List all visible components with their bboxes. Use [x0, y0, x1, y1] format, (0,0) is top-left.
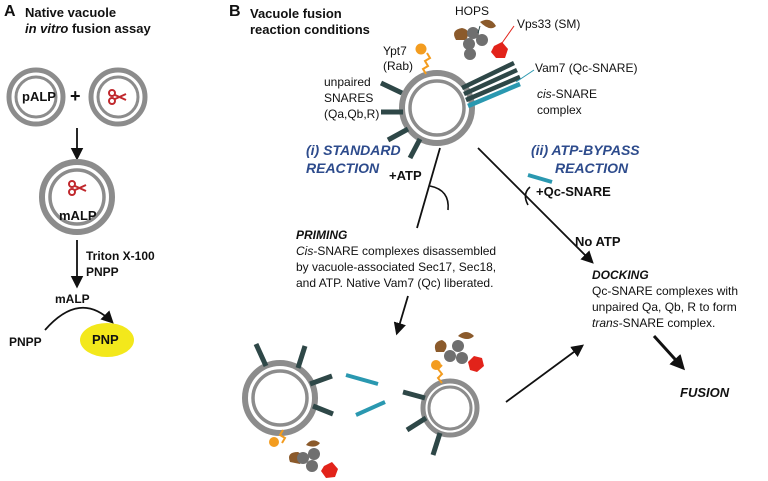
priming-line3: and ATP. Native Vam7 (Qc) liberated.: [296, 276, 494, 290]
plus-sign: +: [70, 86, 81, 106]
trans-italic-text: trans: [592, 316, 619, 330]
unpaired-snares: [402, 389, 443, 456]
curved-arrow-icon: [44, 307, 114, 331]
malp-vesicle: [39, 159, 115, 235]
fusion-label: FUSION: [680, 385, 730, 400]
standard-reaction-arrow: [416, 147, 441, 229]
to-fusion-arrow: [652, 334, 686, 371]
free-vam7: [345, 373, 379, 386]
pnp-product-label: PNP: [92, 332, 119, 347]
docking-line3-rest: -SNARE complex.: [618, 316, 716, 330]
atp-hook: [429, 185, 449, 211]
pnpp-top-label: PNPP: [86, 265, 119, 279]
hops-complex-icon: [454, 19, 515, 60]
ypt7-label-line1: Ypt7: [383, 44, 407, 58]
bypass-reaction-line1: (ii) ATP-BYPASS: [531, 142, 640, 158]
atp-bypass-arrow: [477, 147, 594, 264]
docking-title: DOCKING: [592, 268, 649, 282]
to-docking-arrow: [505, 344, 585, 403]
triton-label: Triton X-100: [86, 249, 155, 263]
panel-b-title-line2: reaction conditions: [250, 22, 370, 37]
no-atp-label: No ATP: [575, 234, 621, 249]
free-vam7: [355, 400, 386, 417]
free-vam7: [527, 173, 553, 184]
top-vacuole: [399, 70, 475, 146]
ypt7-icon: [431, 360, 444, 384]
vam7-label: Vam7 (Qc-SNARE): [535, 61, 638, 75]
ypt7-label-line2: (Rab): [383, 59, 414, 73]
panel-a-letter: A: [4, 3, 16, 20]
cis-snare-complex: [461, 60, 521, 103]
cis-snare-label-line2: complex: [537, 103, 582, 117]
panel-b-title-line1: Vacuole fusion: [250, 6, 342, 21]
priming-line2: by vacuole-associated Sec17, Sec18,: [296, 260, 497, 274]
docking-line3: trans-SNARE complex.: [592, 316, 715, 330]
unpaired-snares: [379, 80, 423, 160]
cis-snare-label-line1: cis-SNARE: [537, 87, 597, 101]
hops-complex-icon: [434, 332, 484, 372]
panel-b-letter: B: [229, 3, 241, 20]
plus-atp-label: +ATP: [389, 168, 422, 183]
malp-label: mALP: [59, 208, 97, 223]
pnpp-substrate-label: PNPP: [9, 335, 42, 349]
unpaired-label-line1: unpaired: [324, 75, 371, 89]
standard-reaction-line2: REACTION: [306, 160, 380, 176]
unpaired-snares: [253, 342, 334, 417]
priming-line1: Cis-SNARE complexes disassembled: [296, 244, 496, 258]
unpaired-label-line3: (Qa,Qb,R): [324, 107, 380, 121]
plus-qc-snare-label: +Qc-SNARE: [536, 184, 611, 199]
vps33-label: Vps33 (SM): [517, 17, 581, 31]
bottom-left-vacuole: [242, 360, 318, 436]
palp-label: pALP: [22, 89, 56, 104]
priming-arrow: [393, 295, 409, 336]
in-vitro-text: in vitro: [25, 21, 69, 36]
hops-complex-icon: [289, 440, 338, 478]
palp-vesicle: [6, 67, 66, 127]
cis-italic-text: Cis: [296, 244, 314, 258]
cis-snare-rest-text: -SNARE: [551, 87, 598, 101]
ypt7-icon: [269, 429, 287, 447]
scissors-icon: [108, 89, 127, 105]
malp-enzyme-label: mALP: [55, 292, 90, 306]
vam7-callout: [515, 69, 535, 83]
pnp-blob: [80, 323, 134, 357]
panel-a-title-line2: in vitro fusion assay: [25, 21, 151, 36]
docking-line2: unpaired Qa, Qb, R to form: [592, 300, 737, 314]
hops-label: HOPS: [455, 4, 490, 18]
docking-line1: Qc-SNARE complexes with: [592, 284, 739, 298]
bypass-reaction-line2: REACTION: [555, 160, 629, 176]
ypt7-icon: [415, 43, 432, 75]
bottom-right-vacuole: [420, 378, 480, 438]
unpaired-label-line2: SNARES: [324, 91, 374, 105]
protease-vesicle: [88, 67, 148, 127]
priming-title: PRIMING: [296, 228, 348, 242]
panel-a-title-line1: Native vacuole: [25, 5, 117, 20]
priming-line1-rest: -SNARE complexes disassembled: [313, 244, 497, 258]
fusion-assay-text: fusion assay: [68, 21, 151, 36]
cis-italic-text: cis: [537, 87, 552, 101]
qc-hook: [524, 186, 531, 206]
standard-reaction-line1: (i) STANDARD: [306, 142, 401, 158]
scissors-icon: [68, 180, 87, 196]
vam7-in-complex: [467, 81, 521, 109]
